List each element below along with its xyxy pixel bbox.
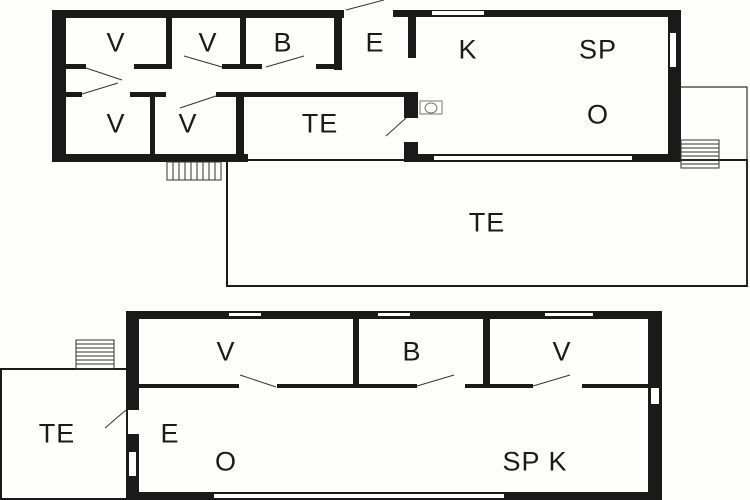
room-label-te: TE [301, 108, 339, 139]
stairs-icon [166, 161, 222, 181]
room-label-b: B [273, 27, 293, 58]
stove-icon [419, 100, 443, 115]
upper-floor-plan [52, 0, 748, 287]
room-label-v: V [106, 27, 126, 58]
stairs-icon [75, 339, 115, 370]
room-label-b: B [402, 336, 422, 367]
room-label-sp: SP [578, 34, 618, 65]
room-label-te: TE [468, 207, 506, 238]
room-label-v: V [106, 108, 126, 139]
room-label-e: E [365, 27, 385, 58]
room-label-v: V [198, 27, 218, 58]
room-label-o: O [586, 99, 610, 130]
room-label-v: V [216, 336, 236, 367]
lower-floor-plan [0, 311, 662, 500]
room-label-o: O [214, 446, 238, 477]
room-label-v: V [178, 108, 198, 139]
room-label-k: K [458, 34, 478, 65]
room-label-e: E [160, 418, 180, 449]
room-label-te: TE [38, 418, 76, 449]
stairs-icon [680, 139, 720, 169]
room-label-v: V [552, 336, 572, 367]
room-label-sp-k: SP K [502, 446, 568, 477]
